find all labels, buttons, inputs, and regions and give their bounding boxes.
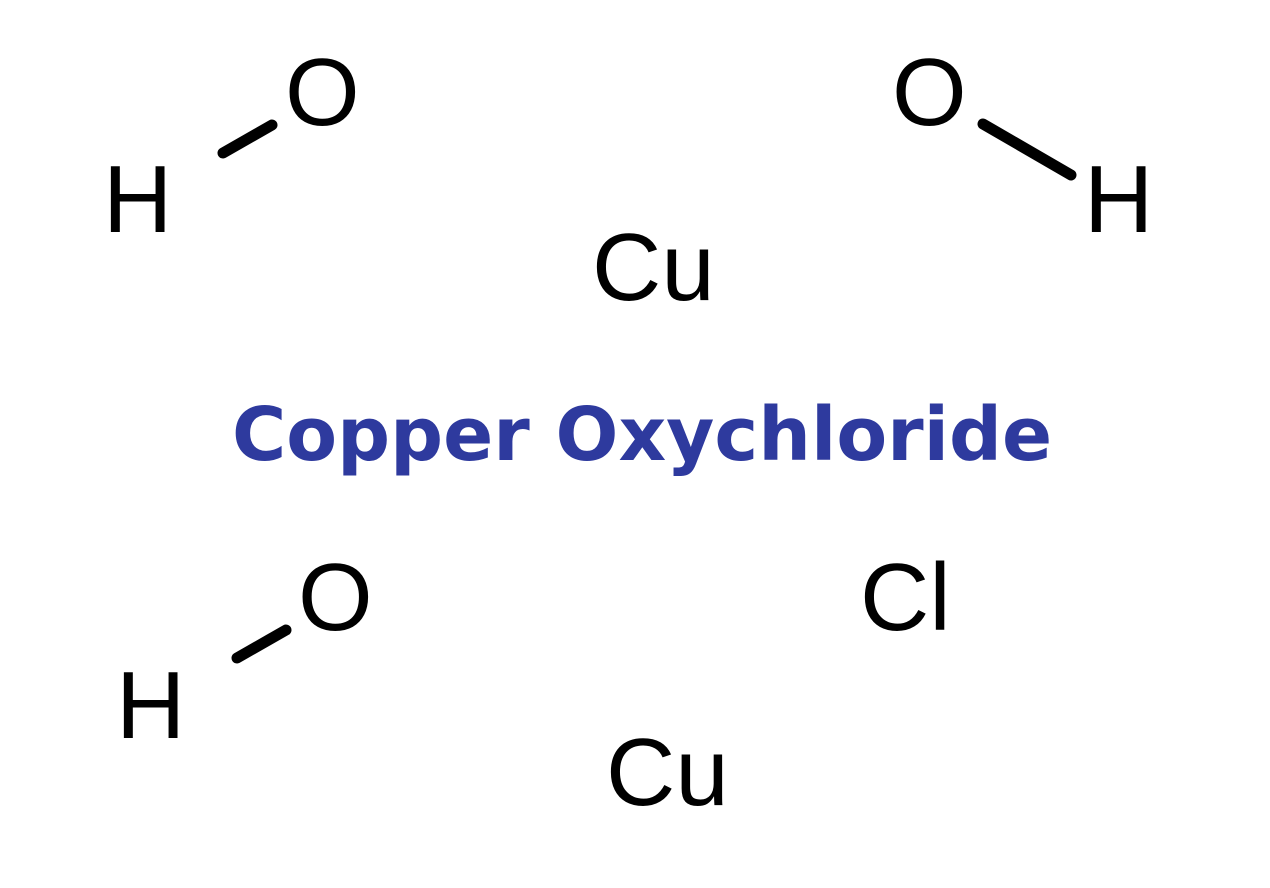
- atom-oxygen-3: O: [298, 544, 373, 651]
- compound-title: Copper Oxychloride: [232, 392, 1053, 478]
- atom-copper-1: Cu: [592, 214, 715, 321]
- atom-hydrogen-2: H: [1084, 146, 1154, 253]
- atom-hydrogen-1: H: [103, 146, 173, 253]
- atom-copper-2: Cu: [606, 719, 729, 826]
- bond-h1-o1: [217, 119, 278, 159]
- atom-oxygen-1: O: [285, 39, 360, 146]
- atom-chlorine: Cl: [860, 544, 951, 651]
- bond-h3-o3: [231, 624, 292, 664]
- bond-o2-h2: [977, 118, 1077, 181]
- atom-hydrogen-3: H: [116, 652, 186, 759]
- atom-oxygen-2: O: [892, 39, 967, 146]
